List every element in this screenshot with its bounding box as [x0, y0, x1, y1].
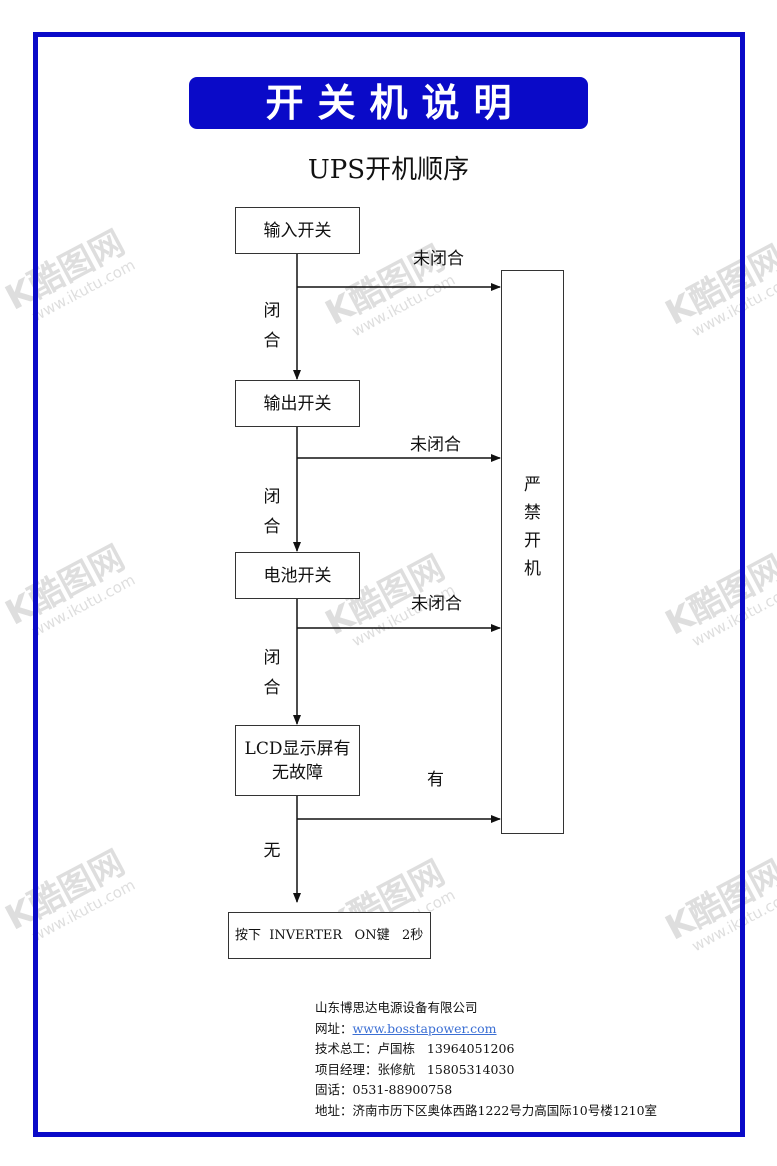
step-input-switch: 输入开关: [235, 207, 360, 254]
company-info: 山东博思达电源设备有限公司 网址：www.bosstapower.com 技术总…: [315, 998, 657, 1121]
prohibit-startup-box: 严禁开机: [501, 270, 564, 834]
step-label: 输入开关: [263, 220, 332, 241]
closed-label-char: 闭: [263, 648, 281, 668]
company-name: 山东博思达电源设备有限公司: [315, 1000, 478, 1015]
step-label-line1: LCD显示屏有: [244, 738, 351, 759]
step-label: 电池开关: [263, 565, 332, 586]
closed-label-char: 合: [263, 517, 281, 537]
page-title: 开关机说明: [189, 77, 588, 129]
step-label-line2: 无故障: [272, 762, 323, 783]
tech-lead-contact: 技术总工：卢国栋 13964051206: [315, 1041, 515, 1056]
landline-contact: 固话：0531-88900758: [315, 1082, 453, 1097]
closed-label: 闭 合: [261, 482, 283, 542]
closed-label: 闭 合: [261, 643, 283, 703]
page-border: [33, 32, 745, 1137]
website-row: 网址：www.bosstapower.com: [315, 1019, 657, 1040]
flowchart-title: UPS开机顺序: [307, 155, 470, 185]
step-label: 输出开关: [263, 393, 332, 414]
closed-label: 闭 合: [261, 296, 283, 356]
closed-label-char: 合: [263, 331, 281, 351]
not-closed-label: 未闭合: [411, 594, 462, 614]
step-battery-switch: 电池开关: [235, 552, 360, 599]
website-label: 网址：: [315, 1020, 353, 1036]
step-output-switch: 输出开关: [235, 380, 360, 427]
step-press-inverter-on: 按下 INVERTER ON键 2秒: [228, 912, 431, 959]
has-fault-label: 有: [427, 770, 444, 790]
closed-label-char: 闭: [263, 487, 281, 507]
closed-label-char: 合: [263, 678, 281, 698]
website-link[interactable]: www.bosstapower.com: [352, 1020, 497, 1036]
not-closed-label: 未闭合: [413, 249, 464, 269]
closed-label-char: 闭: [263, 301, 281, 321]
step-lcd-fault-check: LCD显示屏有 无故障: [235, 725, 360, 796]
project-manager-contact: 项目经理：张修航 15805314030: [315, 1061, 515, 1077]
address: 地址：济南市历下区奥体西路1222号力高国际10号楼1210室: [315, 1102, 658, 1118]
prohibit-label: 严禁开机: [524, 475, 541, 579]
no-fault-label-char: 无: [263, 841, 281, 861]
no-fault-label: 无: [261, 836, 283, 866]
step-label: 按下 INVERTER ON键 2秒: [235, 927, 424, 943]
not-closed-label: 未闭合: [410, 435, 461, 455]
